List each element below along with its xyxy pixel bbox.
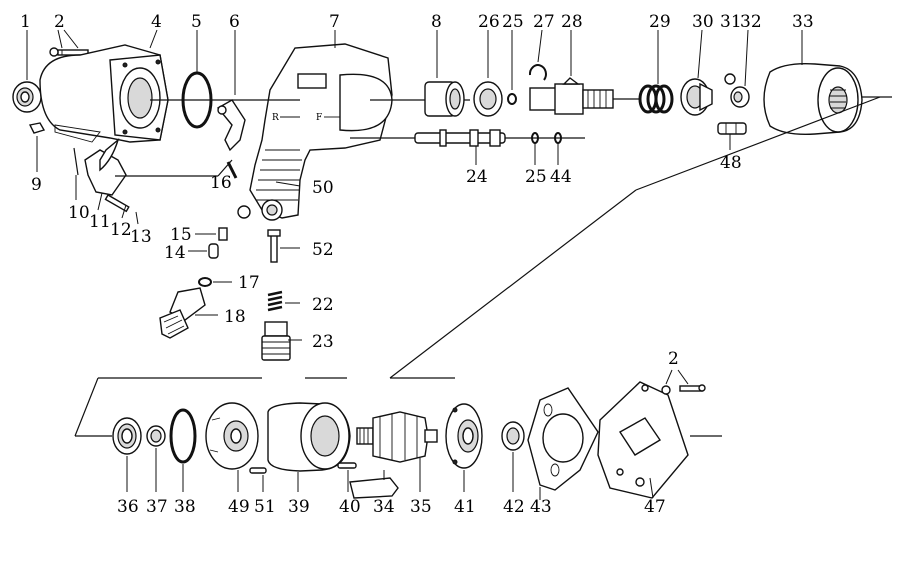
part-43-gasket [527,387,599,491]
label-12: 12 [110,220,132,240]
label-39: 39 [288,497,310,517]
part-28-anvil [529,77,614,115]
part-4-front-housing [39,44,169,143]
part-10-13-trigger-assembly [73,137,130,213]
part-32-washer [730,86,750,108]
part-33-hammer-case [763,62,863,136]
part-14-valve [208,243,219,259]
label-18: 18 [224,307,246,327]
label-36: 36 [117,497,139,517]
callout-labels-bottom: 2 36 37 38 49 51 39 40 34 35 41 42 43 47 [117,349,679,517]
label-26: 26 [478,12,500,32]
label-11: 11 [89,212,111,232]
part-7-main-housing [237,43,393,221]
part-9-nut [28,122,46,134]
label-17: 17 [238,273,260,293]
part-6-reverse-lever [216,99,246,152]
label-52: 52 [312,240,334,260]
part-29-spring [638,84,674,114]
label-2b: 2 [668,349,679,369]
label-6: 6 [229,12,240,32]
part-49-end-plate [205,402,259,470]
part-48-pin [717,122,747,135]
part-31-ball [724,73,736,85]
part-22-spring [267,290,283,312]
part-37-ring [146,425,166,447]
part-41-front-plate [445,403,483,469]
label-23: 23 [312,332,334,352]
label-43: 43 [530,497,552,517]
label-35: 35 [410,497,432,517]
label-15: 15 [170,225,192,245]
label-29: 29 [649,12,671,32]
part-34-vane [349,477,399,499]
label-5: 5 [191,12,202,32]
label-40: 40 [339,497,361,517]
label-34: 34 [373,497,395,517]
label-48: 48 [720,153,742,173]
part-15-spring [218,227,228,241]
part-30-hammer [680,78,713,116]
part-24-valve-stem [414,129,506,147]
label-8: 8 [431,12,442,32]
label-25b: 25 [525,167,547,187]
label-38: 38 [174,497,196,517]
part-1-bearing [12,81,42,113]
label-13: 13 [130,227,152,247]
part-2-screws-bottom [661,384,706,395]
part-38-o-ring [169,408,197,464]
part-39-cylinder [267,402,351,472]
label-9: 9 [31,175,42,195]
label-2: 2 [54,12,65,32]
label-27: 27 [533,12,555,32]
part-35-rotor [356,411,438,463]
label-30: 30 [692,12,714,32]
label-49: 49 [228,497,250,517]
label-47: 47 [644,497,666,517]
label-1: 1 [20,12,31,32]
part-18-air-inlet [159,287,206,339]
part-23-regulator [261,321,291,361]
part-16-pin [226,161,238,179]
part-40-pin [337,462,357,469]
part-26-washer [473,81,503,117]
label-4: 4 [151,12,162,32]
marking-r: R [272,113,279,123]
part-52-screw [267,229,281,263]
label-51: 51 [254,497,276,517]
part-51-pin [249,467,267,474]
label-41: 41 [454,497,476,517]
part-36-bearing [112,417,142,455]
part-8-bushing [424,81,465,117]
label-14: 14 [164,243,186,263]
part-17-o-ring [198,277,212,287]
label-16: 16 [210,173,232,193]
label-44: 44 [550,167,572,187]
label-24: 24 [466,167,488,187]
label-33: 33 [792,12,814,32]
part-42-bearing [501,421,525,451]
part-25-small-o-ring [507,93,517,105]
part-47-cover-plate [597,381,689,499]
label-28: 28 [561,12,583,32]
label-10: 10 [68,203,90,223]
label-42: 42 [503,497,525,517]
label-25: 25 [502,12,524,32]
callout-labels-mid: 9 10 11 12 13 16 50 24 25 44 48 15 14 52… [31,153,742,352]
callout-labels-top: 1 2 4 5 6 7 8 26 25 27 28 29 30 31 32 33 [20,12,814,32]
label-37: 37 [146,497,168,517]
marking-f: F [316,113,322,123]
label-7: 7 [329,12,340,32]
label-32: 32 [740,12,762,32]
label-31: 31 [720,12,742,32]
label-22: 22 [312,295,334,315]
part-27-snap-ring [528,64,547,81]
label-50: 50 [312,178,334,198]
